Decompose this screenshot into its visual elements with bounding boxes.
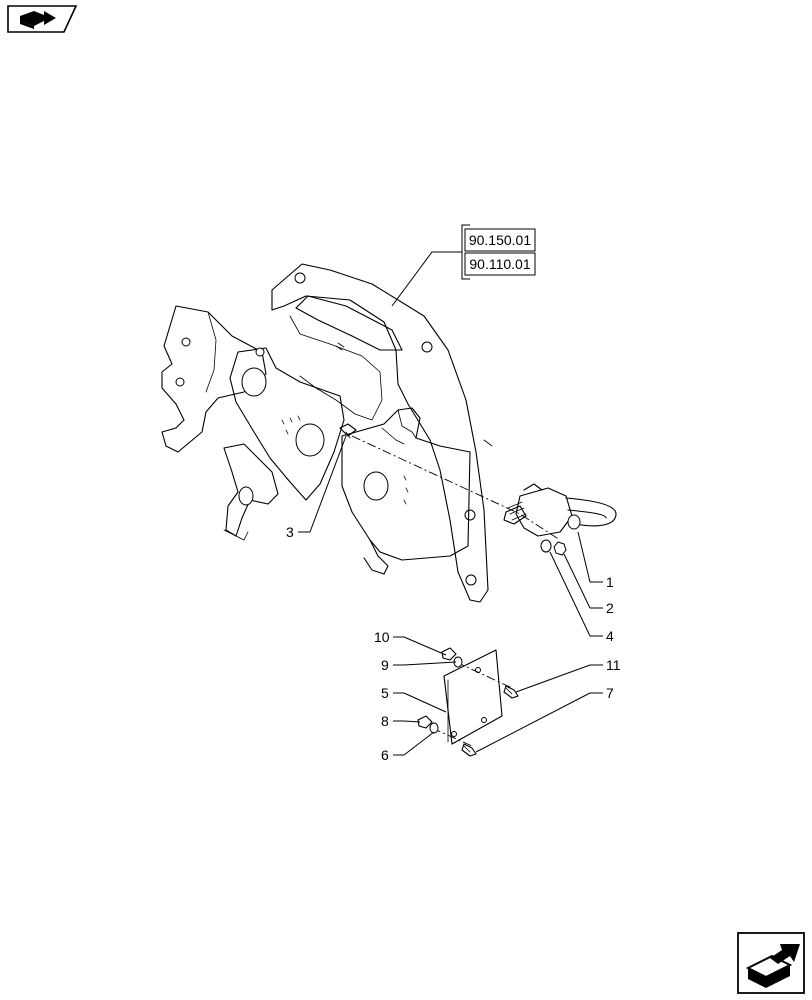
reference-label-1: 90.150.01 [469,232,531,248]
callout-5[interactable]: 5 [381,685,389,701]
leader-lines [298,435,603,756]
reference-box-1[interactable]: 90.150.01 [464,228,536,252]
callout-11[interactable]: 11 [606,657,621,673]
next-page-icon[interactable] [737,932,805,994]
callout-4[interactable]: 4 [606,628,614,644]
reference-label-2: 90.110.01 [469,256,530,272]
callout-10[interactable]: 10 [374,629,390,645]
reference-box-2[interactable]: 90.110.01 [464,252,536,276]
callout-1[interactable]: 1 [606,574,614,590]
previous-page-icon[interactable] [7,5,78,33]
assembly-axis-line [351,435,561,541]
nut-part-8 [417,715,433,729]
front-frame-assembly [161,263,493,603]
nut-part-10 [441,647,457,661]
plate-axis-line-lower [431,727,473,747]
screw-part-11 [503,685,519,699]
switch-part-1 [503,483,617,537]
callout-9[interactable]: 9 [381,657,389,673]
callout-3[interactable]: 3 [286,524,294,540]
callout-2[interactable]: 2 [606,600,614,616]
nut-part-2 [553,541,567,556]
callout-6[interactable]: 6 [381,747,389,763]
callout-8[interactable]: 8 [381,713,389,729]
plate-axis-line-upper [455,661,513,689]
reference-bracket [391,224,470,307]
screw-part-3 [339,423,357,439]
washer-part-4 [540,539,552,553]
cover-plate-part-5 [443,649,503,745]
screw-part-7 [461,743,477,757]
callout-7[interactable]: 7 [606,685,614,701]
washer-part-6 [429,722,439,734]
